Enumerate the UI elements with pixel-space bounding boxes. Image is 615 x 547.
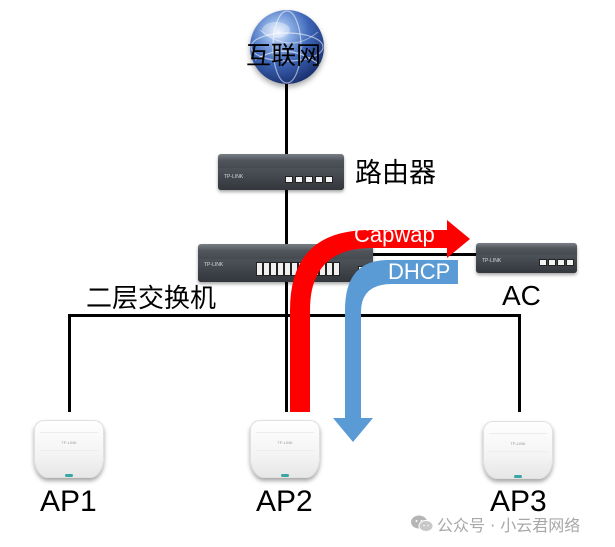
ap-led-icon <box>65 474 73 477</box>
watermark: 公众号 · 小云君网络 <box>411 512 580 536</box>
link-router-switch <box>285 190 288 245</box>
ap2-device: TP-LINK <box>250 420 320 478</box>
link-bus-ap1 <box>68 314 71 412</box>
ap1-device: TP-LINK <box>34 420 104 478</box>
dhcp-arrow <box>333 260 458 442</box>
wechat-icon <box>411 515 434 533</box>
router-port <box>315 176 323 183</box>
watermark-text: 公众号 · 小云君网络 <box>437 516 581 535</box>
ap-led-icon <box>281 474 289 477</box>
router-device: TP-LINK <box>218 154 344 190</box>
router-label: 路由器 <box>355 158 436 189</box>
ap1-brand: TP-LINK <box>61 440 77 445</box>
ap1-label: AP1 <box>40 485 97 518</box>
dhcp-label: DHCP <box>388 259 451 284</box>
link-switch-down <box>285 282 288 412</box>
switch-label: 二层交换机 <box>86 284 217 314</box>
link-bus-ap3 <box>518 314 521 412</box>
ac-port <box>539 259 547 266</box>
ac-port <box>557 259 565 266</box>
link-switch-ac <box>340 253 478 256</box>
ac-port <box>566 259 574 266</box>
link-internet-router <box>285 82 288 154</box>
router-port <box>325 176 333 183</box>
ap2-label: AP2 <box>256 485 313 518</box>
ac-label: AC <box>502 280 541 311</box>
ap3-label: AP3 <box>490 485 547 518</box>
router-port <box>295 176 303 183</box>
ap2-brand: TP-LINK <box>277 440 293 445</box>
ap-led-icon <box>514 475 522 478</box>
ac-port <box>548 259 556 266</box>
ap3-device: TP-LINK <box>483 421 553 479</box>
internet-label: 互联网 <box>246 41 322 70</box>
switch-brand: TP-LINK <box>204 262 224 268</box>
router-brand: TP-LINK <box>224 174 244 180</box>
ap3-brand: TP-LINK <box>510 441 526 446</box>
capwap-label: Capwap <box>354 222 435 247</box>
ac-device: TP-LINK <box>476 243 577 273</box>
ac-brand: TP-LINK <box>482 258 502 264</box>
router-port <box>285 176 293 183</box>
capwap-arrow <box>290 220 470 412</box>
router-port <box>305 176 313 183</box>
globe-icon <box>250 10 324 84</box>
